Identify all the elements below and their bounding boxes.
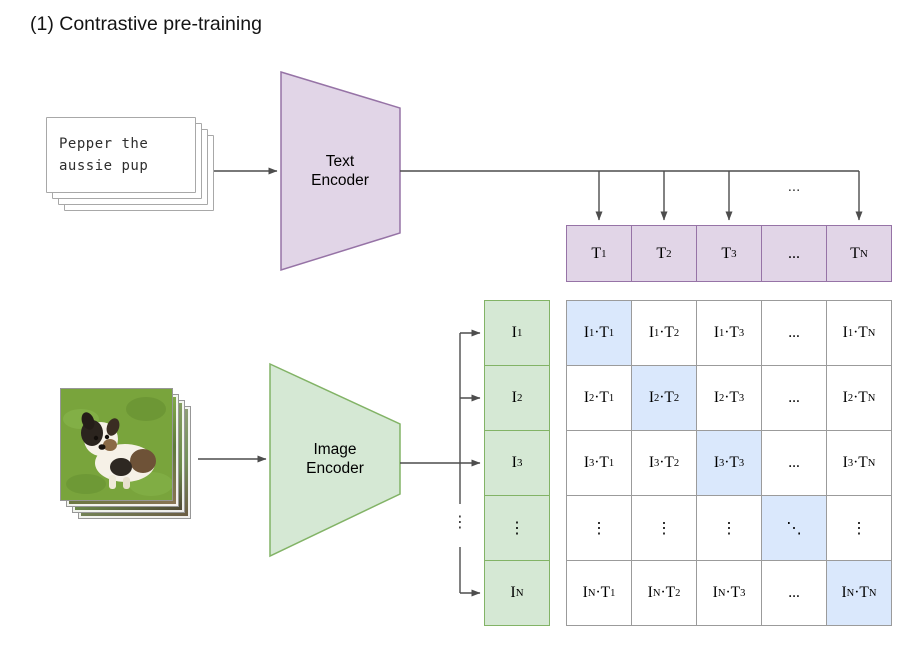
matrix-cell-3-2: ⋮ (697, 496, 761, 560)
text-encoder-label: Text Encoder (311, 153, 369, 190)
figure-title: (1) Contrastive pre-training (30, 13, 262, 35)
text-arrows-ellipsis: ... (787, 178, 801, 195)
matrix-cell-2-3: ... (762, 431, 826, 495)
image-branch-ellipsis: ⋮ (452, 512, 468, 531)
matrix-cell-0-3: ... (762, 301, 826, 365)
text-snippet-line-1: Pepper the (59, 135, 149, 152)
matrix-cell-3-3: ⋱ (762, 496, 826, 560)
dog-photo (60, 388, 173, 501)
dog-illustration (61, 389, 172, 500)
image-embedding-ellipsis: ⋮ (485, 496, 549, 560)
image-encoder-label: Image Encoder (306, 441, 364, 478)
image-encoder-shape (269, 362, 401, 558)
text-snippet-line-2: aussie pup (59, 158, 149, 174)
matrix-cell-1-3: ... (762, 366, 826, 430)
matrix-cell-3-0: ⋮ (567, 496, 631, 560)
text-embedding-ellipsis: ... (762, 226, 826, 281)
matrix-cell-3-4: ⋮ (827, 496, 891, 560)
matrix-cell-4-3: ... (762, 561, 826, 625)
text-encoder-shape (280, 70, 401, 272)
matrix-cell-3-1: ⋮ (632, 496, 696, 560)
text-snippet-card: Pepper the aussie pup (46, 117, 196, 193)
